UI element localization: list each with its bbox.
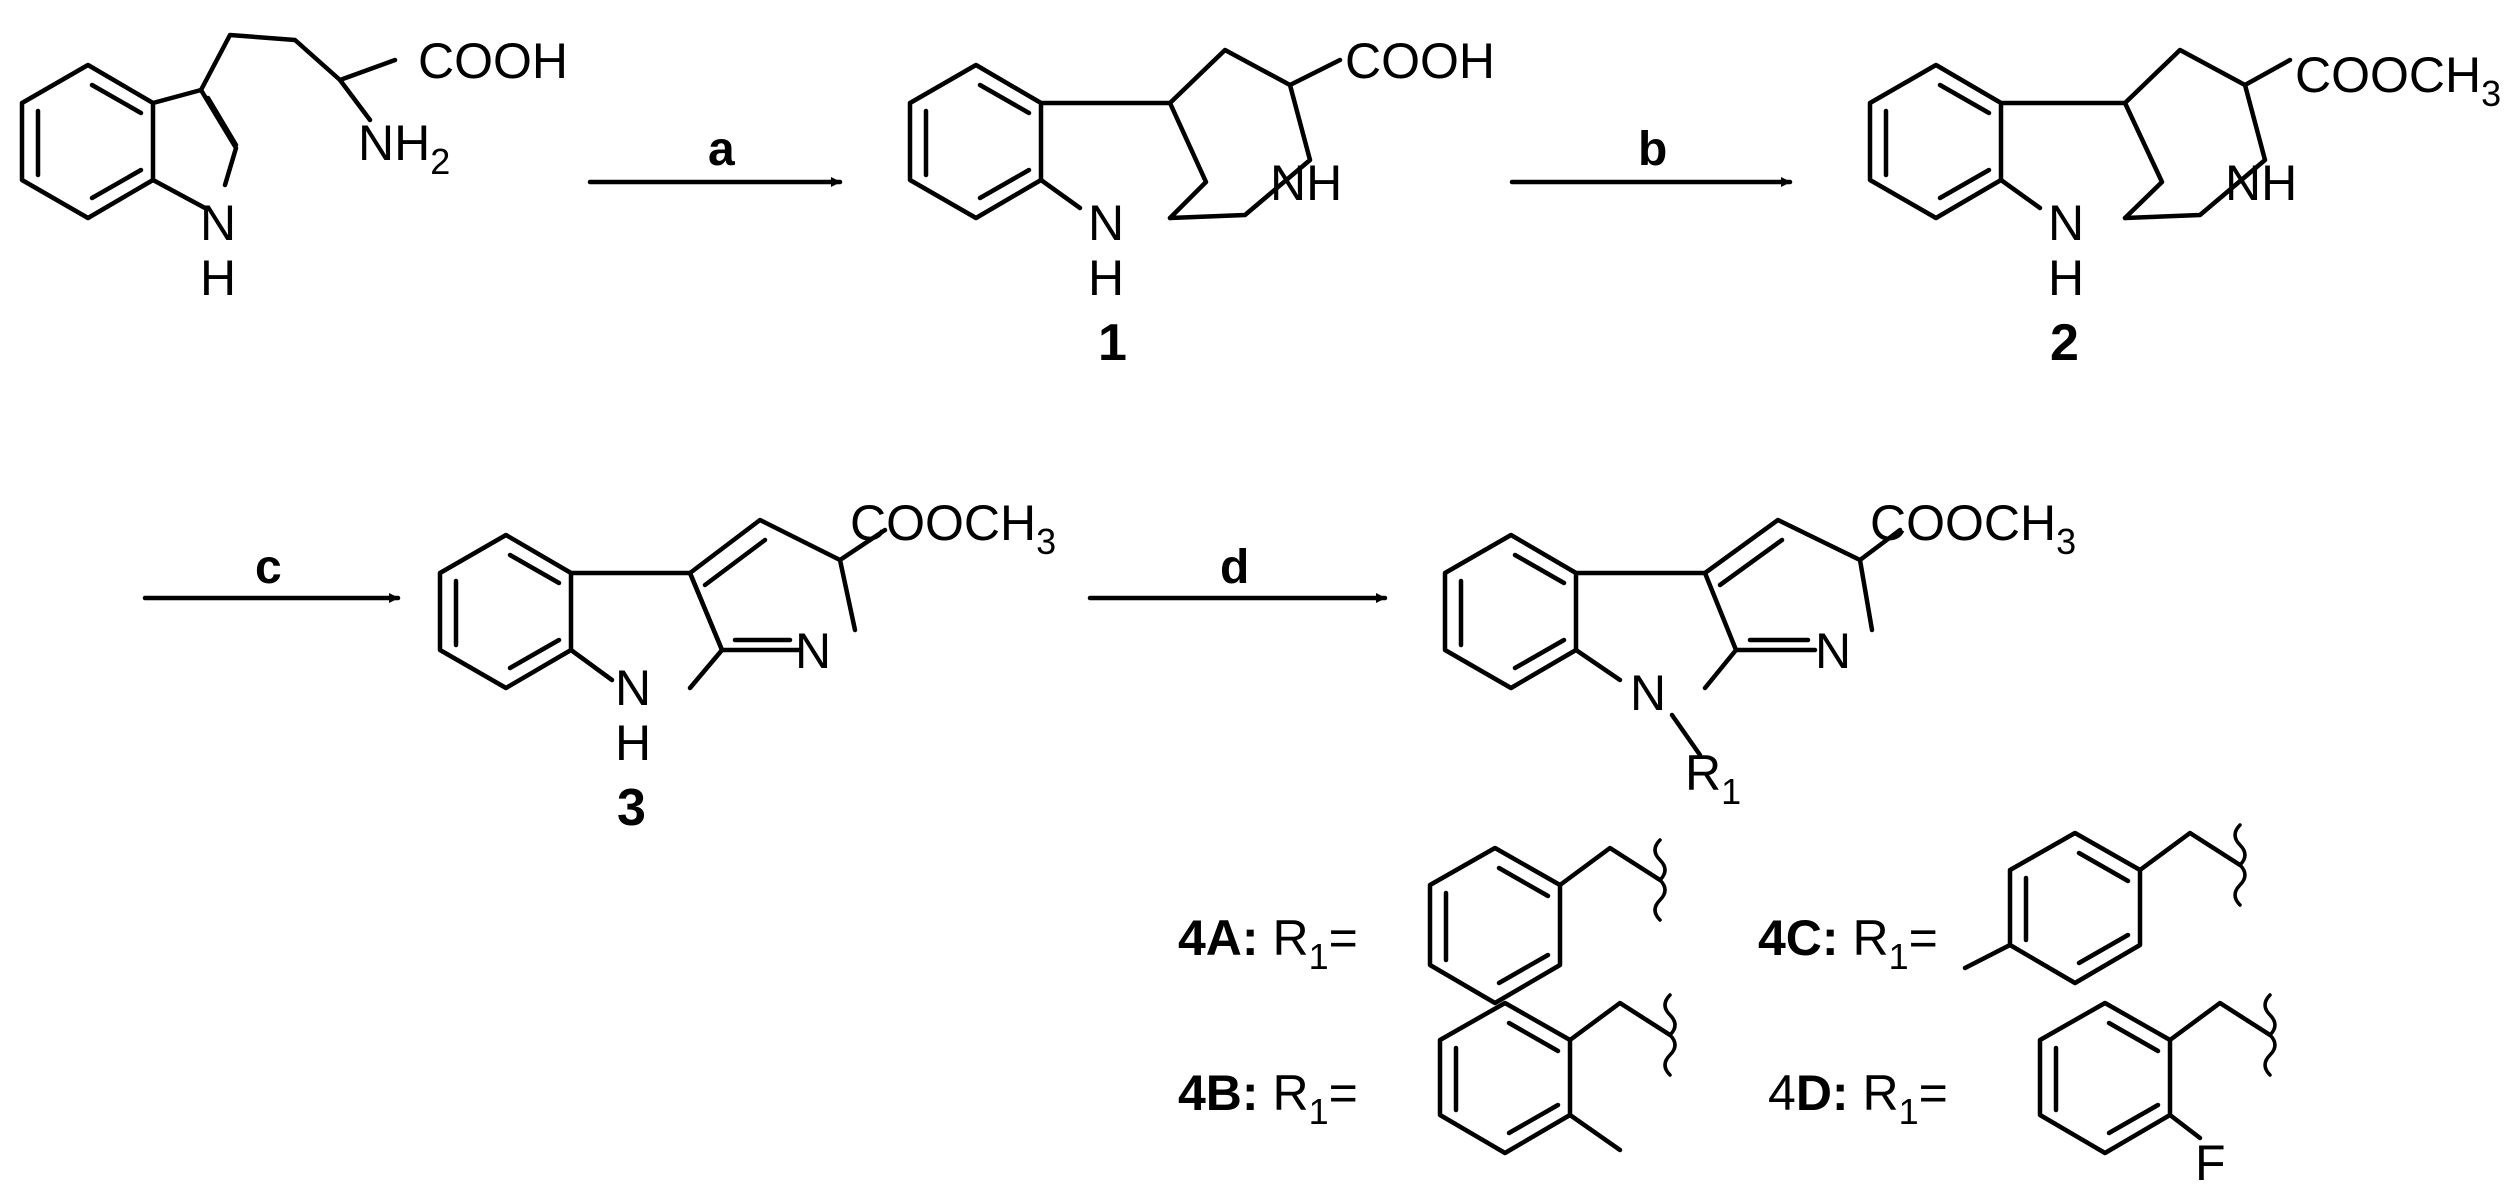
substituent-4d-fluoro-label: F [2195,1135,2226,1191]
tryptophan-indole-n-label: N [200,195,236,251]
arrow-step-c: c [142,541,401,603]
compound-2-ester-label: COOCH3 [2295,47,2501,114]
arrow-step-d: d [1087,541,1388,603]
compound-1-h-label: H [1088,250,1124,306]
compound-1-nh-label: NH [1270,155,1342,211]
compound-2-structure: COOCH3 NH N H 2 [1867,47,2501,372]
tryptophan-indole-h-label: H [200,250,236,306]
compound-1-cooh-label: COOH [1345,33,1495,89]
compound-3-h-label: H [615,715,651,771]
compound-3-n-label: N [615,660,651,716]
compound-4-structure: COOCH3 N N R1 [1442,495,2076,812]
tryptophan-nh2-label: NH2 [358,115,450,182]
compound-1-structure: COOH NH N H 1 [907,33,1495,372]
compound-4-r1-label: R1 [1685,745,1741,812]
substituent-4d-label: 4D: R1= [1768,1065,1948,1132]
arrow-step-a: a [587,123,843,187]
compound-3-structure: COOCH3 N N H 3 [437,495,1056,837]
compound-2-h-label: H [2048,250,2084,306]
tryptophan-structure: COOH NH2 N H [19,32,568,306]
step-label-d: d [1220,541,1249,594]
compound-3-ester-label: COOCH3 [850,495,1056,562]
step-label-b: b [1638,123,1667,176]
compound-4-pyridine-n-label: N [1815,623,1851,679]
compound-2-nh-label: NH [2225,155,2297,211]
step-label-c: c [255,541,282,594]
substituent-4a: 4A: R1= [1178,838,1667,1006]
substituent-4c-label: 4C: R1= [1758,910,1938,977]
compound-4-n-label: N [1630,665,1666,721]
substituent-4d: 4D: R1= F [1768,993,2277,1191]
compound-2-n-label: N [2048,195,2084,251]
compound-3-pyridine-n-label: N [795,623,831,679]
compound-1-n-label: N [1088,195,1124,251]
substituent-4b: 4B: R1= [1178,993,1677,1156]
compound-3-number: 3 [617,779,646,837]
tryptophan-cooh-label: COOH [418,33,568,89]
compound-1-number: 1 [1098,314,1127,372]
compound-4-ester-label: COOCH3 [1870,495,2076,562]
substituent-4a-label: 4A: R1= [1178,910,1358,977]
compound-2-number: 2 [2050,314,2079,372]
step-label-a: a [708,123,735,176]
substituent-4c: 4C: R1= [1758,823,2247,986]
substituent-4b-label: 4B: R1= [1178,1065,1358,1132]
arrow-step-b: b [1509,123,1793,187]
